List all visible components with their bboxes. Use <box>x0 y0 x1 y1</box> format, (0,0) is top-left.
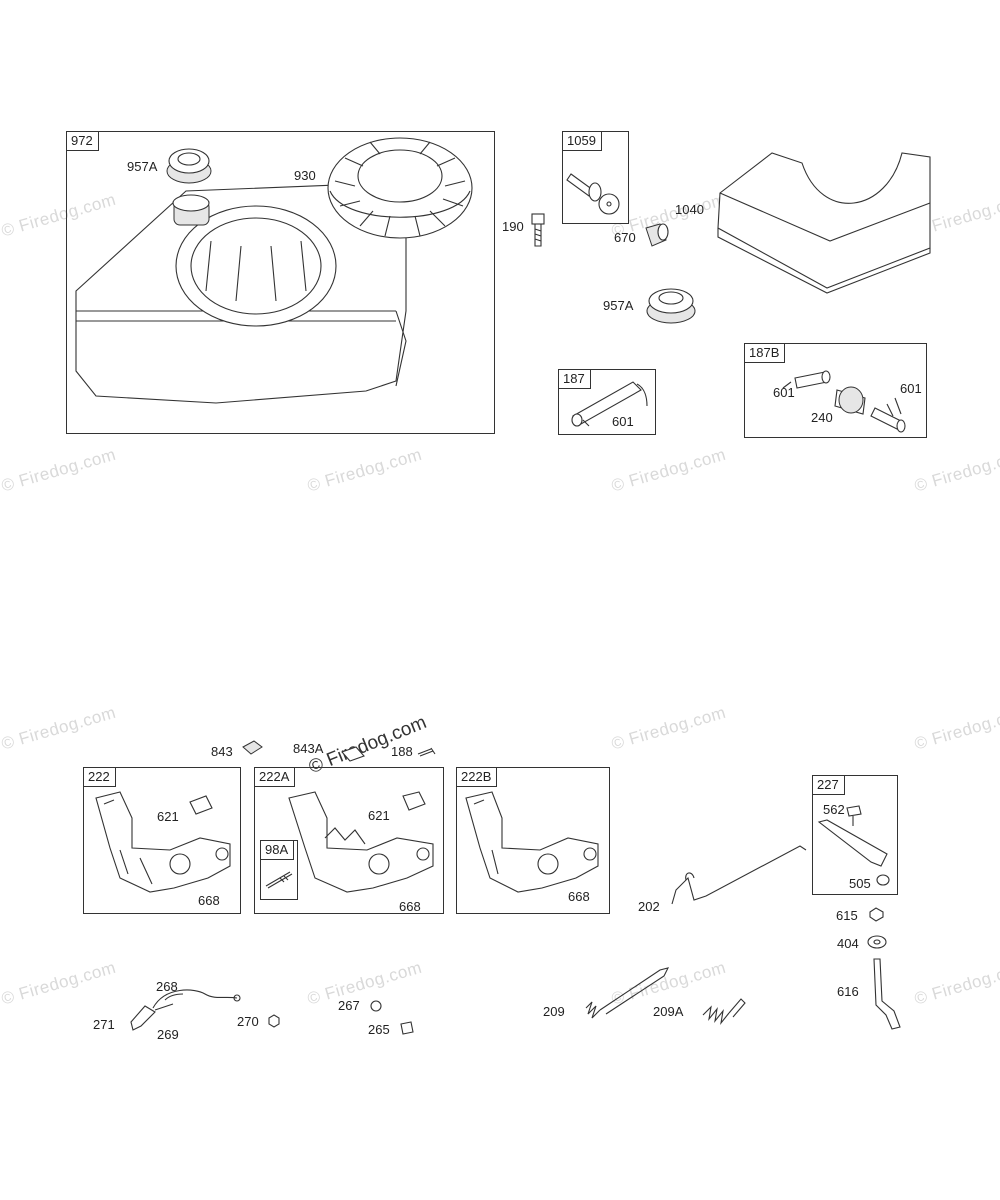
box-tag: 187 <box>559 370 591 389</box>
box-222: 222 <box>83 767 241 914</box>
part-label: 209A <box>653 1004 684 1019</box>
part-label: 562 <box>823 802 845 817</box>
box-222B: 222B <box>456 767 610 914</box>
box-tag: 227 <box>813 776 845 795</box>
box-tag: 222B <box>457 768 498 787</box>
watermark: © Firedog.com <box>0 444 119 496</box>
cover-1040-illustration <box>717 152 931 294</box>
part-label: 615 <box>836 908 858 923</box>
part-label: 270 <box>237 1014 259 1029</box>
part-label: 843 <box>211 744 233 759</box>
part-label: 267 <box>338 998 360 1013</box>
nut-615-illustration <box>869 907 884 922</box>
part-label: 930 <box>294 168 316 183</box>
box-98A: 98A <box>260 840 298 900</box>
part-label: 240 <box>811 410 833 425</box>
watermark: © Firedog.com <box>609 702 729 754</box>
screw-267-illustration <box>370 1000 382 1012</box>
fuel-cap-illustration <box>646 288 696 324</box>
part-label: 601 <box>773 385 795 400</box>
box-tag: 187B <box>745 344 786 363</box>
part-label: 668 <box>568 889 590 904</box>
throttle-cable-268-illustration <box>130 989 241 1031</box>
part-label: 209 <box>543 1004 565 1019</box>
part-label: 668 <box>198 893 220 908</box>
part-label: 505 <box>849 876 871 891</box>
box-tag: 972 <box>67 132 99 151</box>
part-label: 265 <box>368 1022 390 1037</box>
part-label: 271 <box>93 1017 115 1032</box>
watermark: © Firedog.com <box>0 702 119 754</box>
bolt-washer-illustration <box>566 173 620 215</box>
part-label: 269 <box>157 1027 179 1042</box>
part-label: 616 <box>837 984 859 999</box>
box-227: 227 <box>812 775 898 895</box>
fuel-cap-illustration <box>166 148 212 184</box>
bracket-222-illustration <box>95 791 231 893</box>
lever-227-illustration <box>817 805 890 886</box>
part-label: 1040 <box>675 202 704 217</box>
part-label: 404 <box>837 936 859 951</box>
box-tag: 222A <box>255 768 296 787</box>
box-1059: 1059 <box>562 131 629 224</box>
watermark: © Firedog.com <box>912 957 1000 1009</box>
box-972: 972 <box>66 131 495 434</box>
clip-265-illustration <box>400 1021 414 1035</box>
part-label: 268 <box>156 979 178 994</box>
watermark: © Firedog.com <box>912 702 1000 754</box>
part-label: 957A <box>127 159 158 174</box>
spacer-670-illustration <box>645 223 669 247</box>
box-tag: 98A <box>261 841 295 860</box>
watermark: © Firedog.com <box>912 444 1000 496</box>
shaft-616-illustration <box>873 958 901 1030</box>
gasket-843-illustration <box>242 740 263 755</box>
nut-270-illustration <box>268 1014 280 1028</box>
part-label: 621 <box>368 808 390 823</box>
watermark: © Firedog.com <box>305 444 425 496</box>
box-187: 187 <box>558 369 656 435</box>
bracket-222A-illustration <box>288 791 434 893</box>
part-label: 601 <box>612 414 634 429</box>
part-label: 621 <box>157 809 179 824</box>
fuel-line-187-illustration <box>571 381 648 427</box>
part-label: 670 <box>614 230 636 245</box>
watermark: © Firedog.com <box>0 957 119 1009</box>
screw-188-illustration <box>417 747 436 757</box>
part-label: 188 <box>391 744 413 759</box>
watermark: © Firedog.com <box>609 444 729 496</box>
box-tag: 1059 <box>563 132 602 151</box>
blower-housing-illustration <box>327 137 473 239</box>
part-label: 202 <box>638 899 660 914</box>
watermark: © Firedog.com <box>305 957 425 1009</box>
spring-209A-illustration <box>702 998 746 1025</box>
bracket-222B-illustration <box>465 791 599 893</box>
washer-404-illustration <box>867 935 887 949</box>
fuel-filter-187B-illustration <box>782 370 906 433</box>
fuel-tank-illustration <box>75 182 407 404</box>
box-187B: 187B <box>744 343 927 438</box>
part-label: 601 <box>900 381 922 396</box>
governor-link-202-illustration <box>671 845 807 905</box>
part-label: 843A <box>293 741 324 756</box>
part-label: 668 <box>399 899 421 914</box>
gasket-843A-illustration <box>341 746 365 762</box>
part-label: 190 <box>502 219 524 234</box>
spring-209-illustration <box>585 967 670 1019</box>
box-222A: 222A <box>254 767 444 914</box>
screw-190-illustration <box>531 213 545 247</box>
part-label: 957A <box>603 298 634 313</box>
box-tag: 222 <box>84 768 116 787</box>
screw-spring-98A-illustration <box>265 871 293 889</box>
